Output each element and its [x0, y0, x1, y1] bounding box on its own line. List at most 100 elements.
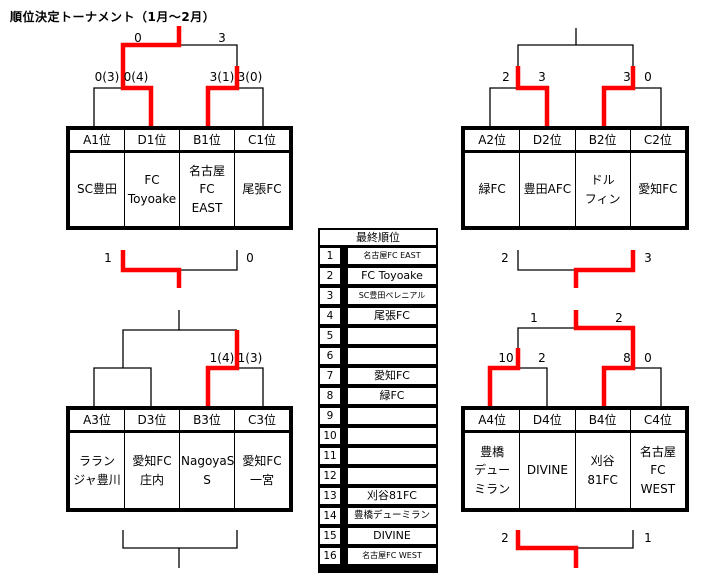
- score-label: 1: [104, 251, 112, 265]
- rank-team: 尾張FC: [348, 308, 436, 324]
- team-cell: ドル フィン: [574, 151, 631, 227]
- rank-number: 11: [320, 448, 340, 464]
- ranking-title: 最終順位: [320, 230, 436, 245]
- team-cell: DIVINE: [519, 431, 576, 509]
- rank-number: 8: [320, 388, 340, 404]
- rank-team: 愛知FC: [348, 368, 436, 384]
- team-cell: 愛知FC: [629, 151, 687, 227]
- rank-number: 14: [320, 508, 340, 524]
- position-cell: A2位: [463, 129, 521, 153]
- rank-number: 15: [320, 528, 340, 544]
- rank-number: 5: [320, 328, 340, 344]
- rank-team: [348, 328, 436, 344]
- group2-bracket: 2 3 3 0 2 3: [489, 28, 662, 288]
- score-label: 1: [530, 311, 538, 325]
- score-label: 0(3): [95, 70, 120, 84]
- score-label: 1(4): [210, 351, 235, 365]
- position-cell: D2位: [519, 129, 576, 153]
- ranking-row: 5: [320, 328, 436, 344]
- position-cell: C4位: [629, 409, 687, 433]
- group1-bracket: 0 3 0(3) 0(4) 3(1) 3(0) 1 0: [93, 26, 264, 288]
- score-label: 3: [218, 31, 226, 45]
- rank-team: 刈谷81FC: [348, 488, 436, 504]
- rank-team: FC Toyoake: [348, 268, 436, 284]
- score-label: 3: [538, 70, 546, 84]
- team-cell: SC豊田: [69, 151, 125, 227]
- score-label: 2: [501, 251, 509, 265]
- score-label: 10: [498, 351, 513, 365]
- rank-team: [348, 348, 436, 364]
- rank-number: 3: [320, 288, 340, 304]
- group4-bracket: 1 2 10 2 8 0 2 1: [487, 310, 662, 568]
- position-cell: C2位: [629, 129, 687, 153]
- rank-team: 緑FC: [348, 388, 436, 404]
- ranking-row: 6: [320, 348, 436, 364]
- ranking-row: 12: [320, 468, 436, 484]
- score-label: 0: [644, 70, 652, 84]
- ranking-row: 2 FC Toyoake: [320, 268, 436, 284]
- team-cell: 豊橋 デュー ミラン: [463, 431, 521, 509]
- score-label: 0: [644, 351, 652, 365]
- score-label: 0: [246, 251, 254, 265]
- group1-table: A1位 D1位 B1位 C1位 SC豊田 FC Toyoake 名古屋 FC E…: [66, 126, 293, 230]
- position-cell: B2位: [574, 129, 631, 153]
- team-cell: NagoyaS S: [179, 431, 235, 509]
- rank-number: 2: [320, 268, 340, 284]
- score-label: 1: [644, 531, 652, 545]
- ranking-row: 16 名古屋FC WEST: [320, 548, 436, 564]
- rank-number: 16: [320, 548, 340, 564]
- team-cell: 名古屋 FC EAST: [179, 151, 235, 227]
- team-cell: 愛知FC 庄内: [124, 431, 180, 509]
- ranking-row: 10: [320, 428, 436, 444]
- position-cell: C1位: [234, 129, 290, 153]
- position-cell: A4位: [463, 409, 521, 433]
- rank-number: 9: [320, 408, 340, 424]
- position-cell: B1位: [179, 129, 235, 153]
- score-label: 2: [538, 351, 546, 365]
- group2-table: A2位 D2位 B2位 C2位 緑FC 豊田AFC ドル フィン 愛知FC: [461, 126, 689, 230]
- position-cell: C3位: [234, 409, 290, 433]
- page-title: 順位決定トーナメント（1月～2月）: [10, 10, 216, 24]
- rank-team: SC豊田ペレニアル: [348, 288, 436, 304]
- rank-number: 12: [320, 468, 340, 484]
- team-cell: ララン ジャ豊川: [69, 431, 125, 509]
- score-label: 0: [134, 31, 142, 45]
- team-cell: 刈谷 81FC: [574, 431, 631, 509]
- position-cell: B3位: [179, 409, 235, 433]
- ranking-row: 7 愛知FC: [320, 368, 436, 384]
- score-label: 2: [501, 531, 509, 545]
- score-label: 3: [623, 70, 631, 84]
- score-label: 3(1): [210, 70, 235, 84]
- score-label: 3(0): [238, 70, 263, 84]
- group3-table: A3位 D3位 B3位 C3位 ララン ジャ豊川 愛知FC 庄内 NagoyaS…: [66, 406, 293, 512]
- ranking-row: 3 SC豊田ペレニアル: [320, 288, 436, 304]
- score-label: 2: [615, 311, 623, 325]
- ranking-row: 8 緑FC: [320, 388, 436, 404]
- rank-team: [348, 408, 436, 424]
- position-cell: A1位: [69, 129, 125, 153]
- ranking-row: 9: [320, 408, 436, 424]
- group4-table: A4位 D4位 B4位 C4位 豊橋 デュー ミラン DIVINE 刈谷 81F…: [461, 406, 689, 512]
- rank-team: 名古屋FC WEST: [348, 548, 436, 564]
- score-label: 0(4): [124, 70, 149, 84]
- position-cell: B4位: [574, 409, 631, 433]
- position-cell: D3位: [124, 409, 180, 433]
- rank-number: 7: [320, 368, 340, 384]
- score-label: 8: [623, 351, 631, 365]
- ranking-row: 15 DIVINE: [320, 528, 436, 544]
- rank-team: [348, 448, 436, 464]
- position-cell: A3位: [69, 409, 125, 433]
- rank-team: 名古屋FC EAST: [348, 248, 436, 264]
- rank-team: DIVINE: [348, 528, 436, 544]
- team-cell: 豊田AFC: [519, 151, 576, 227]
- ranking-row: 11: [320, 448, 436, 464]
- rank-team: [348, 468, 436, 484]
- position-cell: D1位: [124, 129, 180, 153]
